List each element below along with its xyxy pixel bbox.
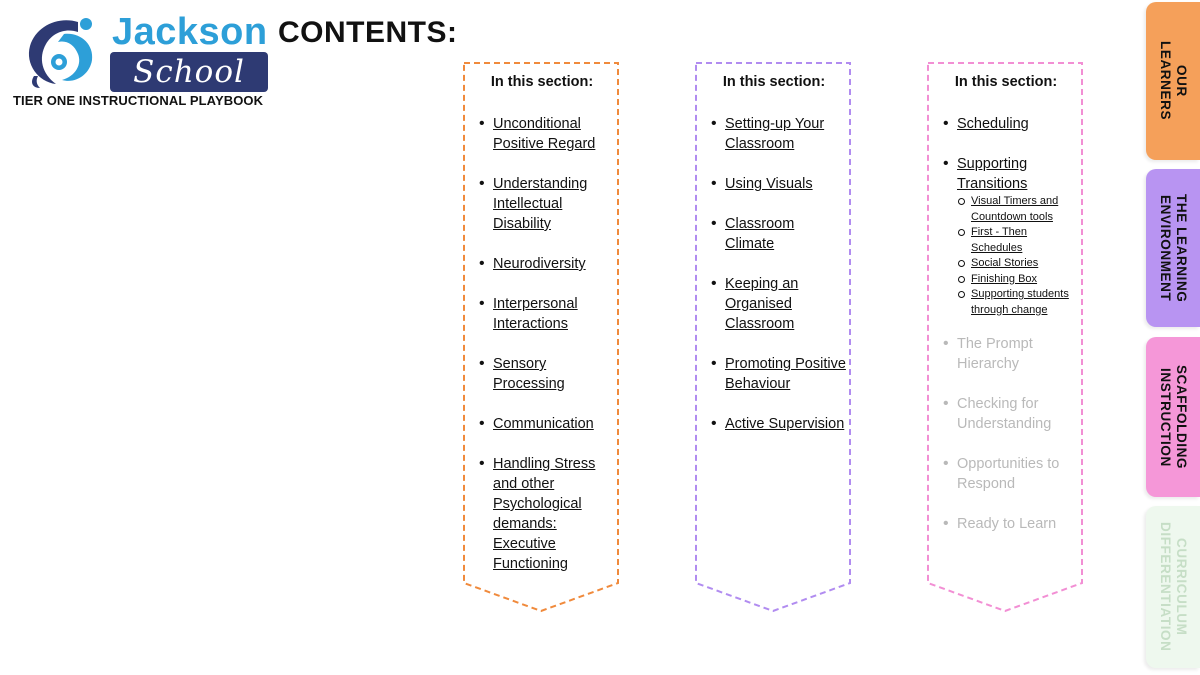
section-list: Unconditional Positive Regard Understand… [479,114,615,594]
section-list: Scheduling Supporting Transitions Visual… [943,114,1079,554]
column-dashed-border [695,62,851,613]
link-sensory-processing[interactable]: Sensory Processing [493,356,565,392]
list-item[interactable]: Handling Stress and other Psychological … [479,454,615,574]
section-column-our-learners: In this section: Unconditional Positive … [463,62,621,614]
list-item[interactable]: Communication [479,414,615,434]
column-heading: In this section: [954,74,1058,90]
logo-swirl-icon [28,18,93,88]
tab-learning-environment[interactable]: THE LEARNING ENVIRONMENT [1146,169,1200,327]
link-visual-timers[interactable]: Visual Timers and Countdown tools [971,195,1059,223]
link-scheduling[interactable]: Scheduling [957,116,1029,132]
link-unconditional-positive-regard[interactable]: Unconditional Positive Regard [493,116,596,152]
link-understanding-intellectual-disability[interactable]: Understanding Intellectual Disability [493,176,588,232]
item-ready-to-learn: Ready to Learn [957,516,1057,532]
section-list: Setting-up Your Classroom Using Visuals … [711,114,847,454]
link-promoting-positive-behaviour[interactable]: Promoting Positive Behaviour [725,356,846,392]
list-item[interactable]: Sensory Processing [479,354,615,394]
list-item: The Prompt Hierarchy [943,334,1079,374]
list-item[interactable]: Scheduling [943,114,1079,134]
link-communication[interactable]: Communication [493,416,594,432]
logo-word-jackson: Jackson [112,11,268,53]
list-item[interactable]: Unconditional Positive Regard [479,114,615,154]
list-item[interactable]: Setting-up Your Classroom [711,114,847,154]
list-item[interactable]: Supporting Transitions Visual Timers and… [943,154,1079,318]
list-item: Checking for Understanding [943,394,1079,434]
link-handling-stress[interactable]: Handling Stress and other Psychological … [493,456,596,572]
link-neurodiversity[interactable]: Neurodiversity [493,256,586,272]
sub-list-item[interactable]: Supporting students through change [957,287,1079,318]
list-item[interactable]: Keeping an Organised Classroom [711,274,847,334]
item-checking-understanding: Checking for Understanding [957,396,1052,432]
list-item[interactable]: Neurodiversity [479,254,615,274]
list-item[interactable]: Promoting Positive Behaviour [711,354,847,394]
section-column-learning-environment: In this section: Setting-up Your Classro… [695,62,853,614]
list-item[interactable]: Active Supervision [711,414,847,434]
tab-scaffolding-instruction[interactable]: SCAFFOLDING INSTRUCTION [1146,337,1200,497]
school-logo: Jackson School [14,8,274,108]
link-finishing-box[interactable]: Finishing Box [971,272,1038,285]
section-column-scaffolding-instruction: In this section: Scheduling Supporting T… [927,62,1085,614]
logo-word-school: School [110,52,268,92]
playbook-subtitle: TIER ONE INSTRUCTIONAL PLAYBOOK [13,93,264,108]
link-social-stories[interactable]: Social Stories [971,257,1039,269]
sub-list-item[interactable]: First - Then Schedules [957,225,1079,256]
list-item[interactable]: Interpersonal Interactions [479,294,615,334]
link-first-then-schedules[interactable]: First - Then Schedules [971,226,1028,254]
list-item: Ready to Learn [943,514,1079,534]
sub-list-item[interactable]: Finishing Box [957,272,1079,288]
link-using-visuals[interactable]: Using Visuals [725,176,813,192]
link-supporting-students-change[interactable]: Supporting students through change [971,288,1069,316]
link-classroom-climate[interactable]: Classroom Climate [725,216,795,252]
column-dashed-border [463,62,619,613]
link-setting-up-classroom[interactable]: Setting-up Your Classroom [725,116,825,152]
sub-list-item[interactable]: Social Stories [957,256,1079,272]
item-prompt-hierarchy: The Prompt Hierarchy [957,336,1033,372]
tab-our-learners[interactable]: OUR LEARNERS [1146,2,1200,160]
list-item: Opportunities to Respond [943,454,1079,494]
column-heading: In this section: [490,74,594,90]
link-supporting-transitions[interactable]: Supporting Transitions [957,156,1028,192]
link-interpersonal-interactions[interactable]: Interpersonal Interactions [493,296,578,332]
tab-curriculum-differentiation[interactable]: CURRICULUM DIFFERENTIATION [1146,506,1200,668]
link-active-supervision[interactable]: Active Supervision [725,416,845,432]
item-opportunities-respond: Opportunities to Respond [957,456,1060,492]
column-heading: In this section: [722,74,826,90]
list-item[interactable]: Classroom Climate [711,214,847,254]
page-title: CONTENTS: [278,16,458,49]
column-dashed-border [927,62,1083,613]
list-item[interactable]: Understanding Intellectual Disability [479,174,615,234]
sub-list: Visual Timers and Countdown tools First … [957,194,1079,318]
sub-list-item[interactable]: Visual Timers and Countdown tools [957,194,1079,225]
tab-label: OUR LEARNERS [1158,41,1189,121]
tab-label: CURRICULUM DIFFERENTIATION [1158,522,1189,652]
link-organised-classroom[interactable]: Keeping an Organised Classroom [725,276,799,332]
tab-label: THE LEARNING ENVIRONMENT [1158,193,1189,303]
tab-label: SCAFFOLDING INSTRUCTION [1158,364,1189,470]
list-item[interactable]: Using Visuals [711,174,847,194]
